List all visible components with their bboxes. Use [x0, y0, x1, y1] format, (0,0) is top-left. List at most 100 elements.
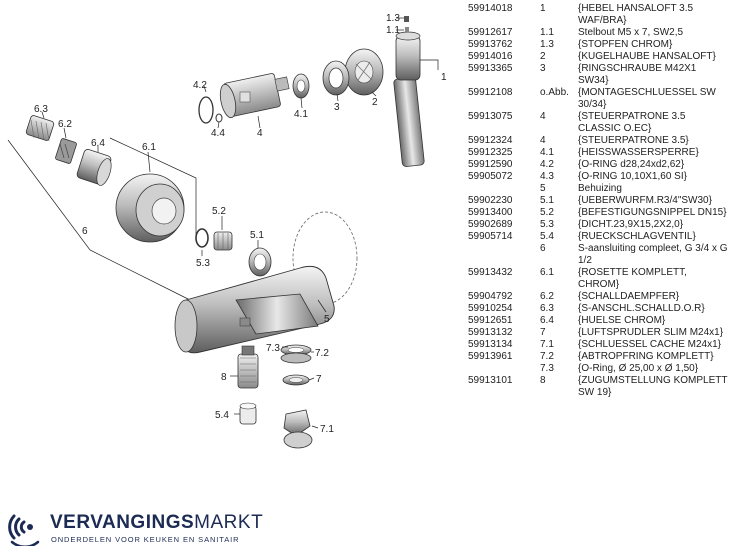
table-row: 59913432 6.1 {ROSETTE KOMPLETT, CHROM}: [468, 267, 728, 291]
table-row: 6 S-aansluiting compleet, G 3/4 x G 1/2: [468, 243, 728, 267]
label-6-1: 6.1: [142, 142, 156, 153]
lever-handle: [393, 16, 425, 167]
table-row: 59913075 4 {STEUERPATRONE 3.5 CLASSIC O.…: [468, 111, 728, 135]
article-number: 59912651: [468, 315, 513, 326]
table-row: 59902689 5.3 {DICHT.23,9X15,2X2,0}: [468, 219, 728, 231]
drip-ring: [280, 344, 312, 364]
ring-screw: [322, 60, 350, 96]
label-6-4: 6.4: [91, 138, 105, 149]
part-description: {ABTROPFRING KOMPLETT}: [578, 351, 714, 362]
position-number: 4: [540, 135, 546, 146]
position-number: 3: [540, 63, 546, 74]
exploded-parts-diagram: 1.3 1.1 1 2 3 4.1 4.2 4.4 4 6.3 6.2 6.4 …: [7, 13, 447, 449]
article-number: [468, 243, 540, 267]
part-description: {DICHT.23,9X15,2X2,0}: [578, 219, 684, 230]
table-row: 59912617 1.1 Stelbout M5 x 7, SW2,5: [468, 27, 728, 39]
table-row: 59902230 5.1 {UEBERWURFM.R3/4"SW30}: [468, 195, 728, 207]
seal-ring: [195, 228, 209, 248]
label-7-1: 7.1: [320, 424, 334, 435]
label-5-2: 5.2: [212, 206, 226, 217]
part-description: {HEBEL HANSALOFT 3.5 WAF/BRA}: [578, 3, 694, 26]
article-number: 59902689: [468, 219, 513, 230]
label-1: 1: [441, 72, 447, 83]
union-nut: [248, 247, 272, 277]
part-description: {STOPFEN CHROM}: [578, 39, 673, 50]
part-description: {KUGELHAUBE HANSALOFT}: [578, 51, 716, 62]
article-number: 59913075: [468, 111, 513, 122]
table-row: 59914016 2 {KUGELHAUBE HANSALOFT}: [468, 51, 728, 63]
part-description: {STEUERPATRONE 3.5}: [578, 135, 689, 146]
position-number: 1: [540, 3, 546, 14]
position-number: 6: [540, 243, 546, 254]
part-description: {O-Ring, Ø 25,00 x Ø 1,50}: [578, 363, 699, 374]
hot-water-stop: [292, 73, 310, 99]
brand-logo: VERVANGINGSMARKT ONDERDELEN VOOR KEUKEN …: [6, 508, 263, 546]
table-row: 59913365 3 {RINGSCHRAUBE M42X1 SW34}: [468, 63, 728, 87]
position-number: 5.4: [540, 231, 554, 242]
label-5-3: 5.3: [196, 258, 210, 269]
table-row: 59905072 4.3 {O-RING 10,10X1,60 SI}: [468, 171, 728, 183]
article-number: 59913132: [468, 327, 513, 338]
part-description: {SCHALLDAEMPFER}: [578, 291, 680, 302]
position-number: 5.3: [540, 219, 554, 230]
position-number: 7.2: [540, 351, 554, 362]
mixer-body: [174, 265, 335, 354]
article-number: 59905714: [468, 231, 513, 242]
label-7-3: 7.3: [266, 343, 280, 354]
article-number: 59912108: [468, 87, 513, 98]
table-row: 59912651 6.4 {HUELSE CHROM}: [468, 315, 728, 327]
label-6-2: 6.2: [58, 119, 72, 130]
label-1-1: 1.1: [386, 25, 400, 36]
part-description: Behuizing: [578, 183, 622, 194]
table-row: 59912325 4.1 {HEISSWASSERSPERRE}: [468, 147, 728, 159]
position-number: 4.2: [540, 159, 554, 170]
article-number: 59912617: [468, 27, 513, 38]
brand-tagline: ONDERDELEN VOOR KEUKEN EN SANITAIR: [51, 535, 240, 544]
position-number: 7.3: [540, 363, 554, 374]
position-number: 7.1: [540, 339, 554, 350]
part-description: {S-ANSCHL.SCHALLD.O.R}: [578, 303, 705, 314]
label-3: 3: [334, 102, 340, 113]
article-number: 59913961: [468, 351, 513, 362]
article-number: 59912325: [468, 147, 513, 158]
label-8: 8: [221, 372, 227, 383]
position-number: 1.1: [540, 27, 554, 38]
position-number: 4.1: [540, 147, 554, 158]
diverter: [237, 345, 259, 389]
article-number: 59905072: [468, 171, 513, 182]
label-1-3: 1.3: [386, 13, 400, 24]
check-valve: [239, 402, 257, 425]
o-ring: [198, 96, 214, 124]
position-number: 6.1: [540, 267, 554, 278]
aerator: [282, 374, 310, 386]
parts-list-table: 59914018 1 {HEBEL HANSALOFT 3.5 WAF/BRA}…: [468, 3, 728, 399]
article-number: 59914016: [468, 51, 513, 62]
article-number: [468, 363, 540, 375]
position-number: 7: [540, 327, 546, 338]
article-number: 59913101: [468, 375, 513, 386]
label-6-3: 6.3: [34, 104, 48, 115]
chrome-sleeve: [76, 149, 112, 186]
part-description: {LUFTSPRUDLER SLIM M24x1}: [578, 327, 724, 338]
s-connector: [25, 115, 55, 142]
part-description: {BEFESTIGUNGSNIPPEL DN15}: [578, 207, 727, 218]
position-number: 1.3: [540, 39, 554, 50]
diagram-labels: 1.3 1.1 1 2 3 4.1 4.2 4.4 4 6.3 6.2 6.4 …: [34, 13, 447, 435]
article-number: 59910254: [468, 303, 513, 314]
ball-cap: [344, 48, 384, 96]
table-row: 59913134 7.1 {SCHLUESSEL CACHE M24x1}: [468, 339, 728, 351]
part-description: {HUELSE CHROM}: [578, 315, 666, 326]
table-row: 59905714 5.4 {RUECKSCHLAGVENTIL}: [468, 231, 728, 243]
part-description: {STEUERPATRONE 3.5 CLASSIC O.EC}: [578, 111, 686, 134]
part-description: {RINGSCHRAUBE M42X1 SW34}: [578, 63, 697, 86]
part-description: {O-RING d28,24xd2,62}: [578, 159, 685, 170]
part-description: {HEISSWASSERSPERRE}: [578, 147, 699, 158]
table-row: 59913400 5.2 {BEFESTIGUNGSNIPPEL DN15}: [468, 207, 728, 219]
table-row: 59914018 1 {HEBEL HANSALOFT 3.5 WAF/BRA}: [468, 3, 728, 27]
table-row: 59912590 4.2 {O-RING d28,24xd2,62}: [468, 159, 728, 171]
position-number: 2: [540, 51, 546, 62]
part-description: {ZUGUMSTELLUNG KOMPLETT SW 19}: [578, 375, 728, 398]
table-row: 59913961 7.2 {ABTROPFRING KOMPLETT}: [468, 351, 728, 363]
position-number: 5.2: [540, 207, 554, 218]
position-number: o.Abb.: [540, 87, 569, 98]
